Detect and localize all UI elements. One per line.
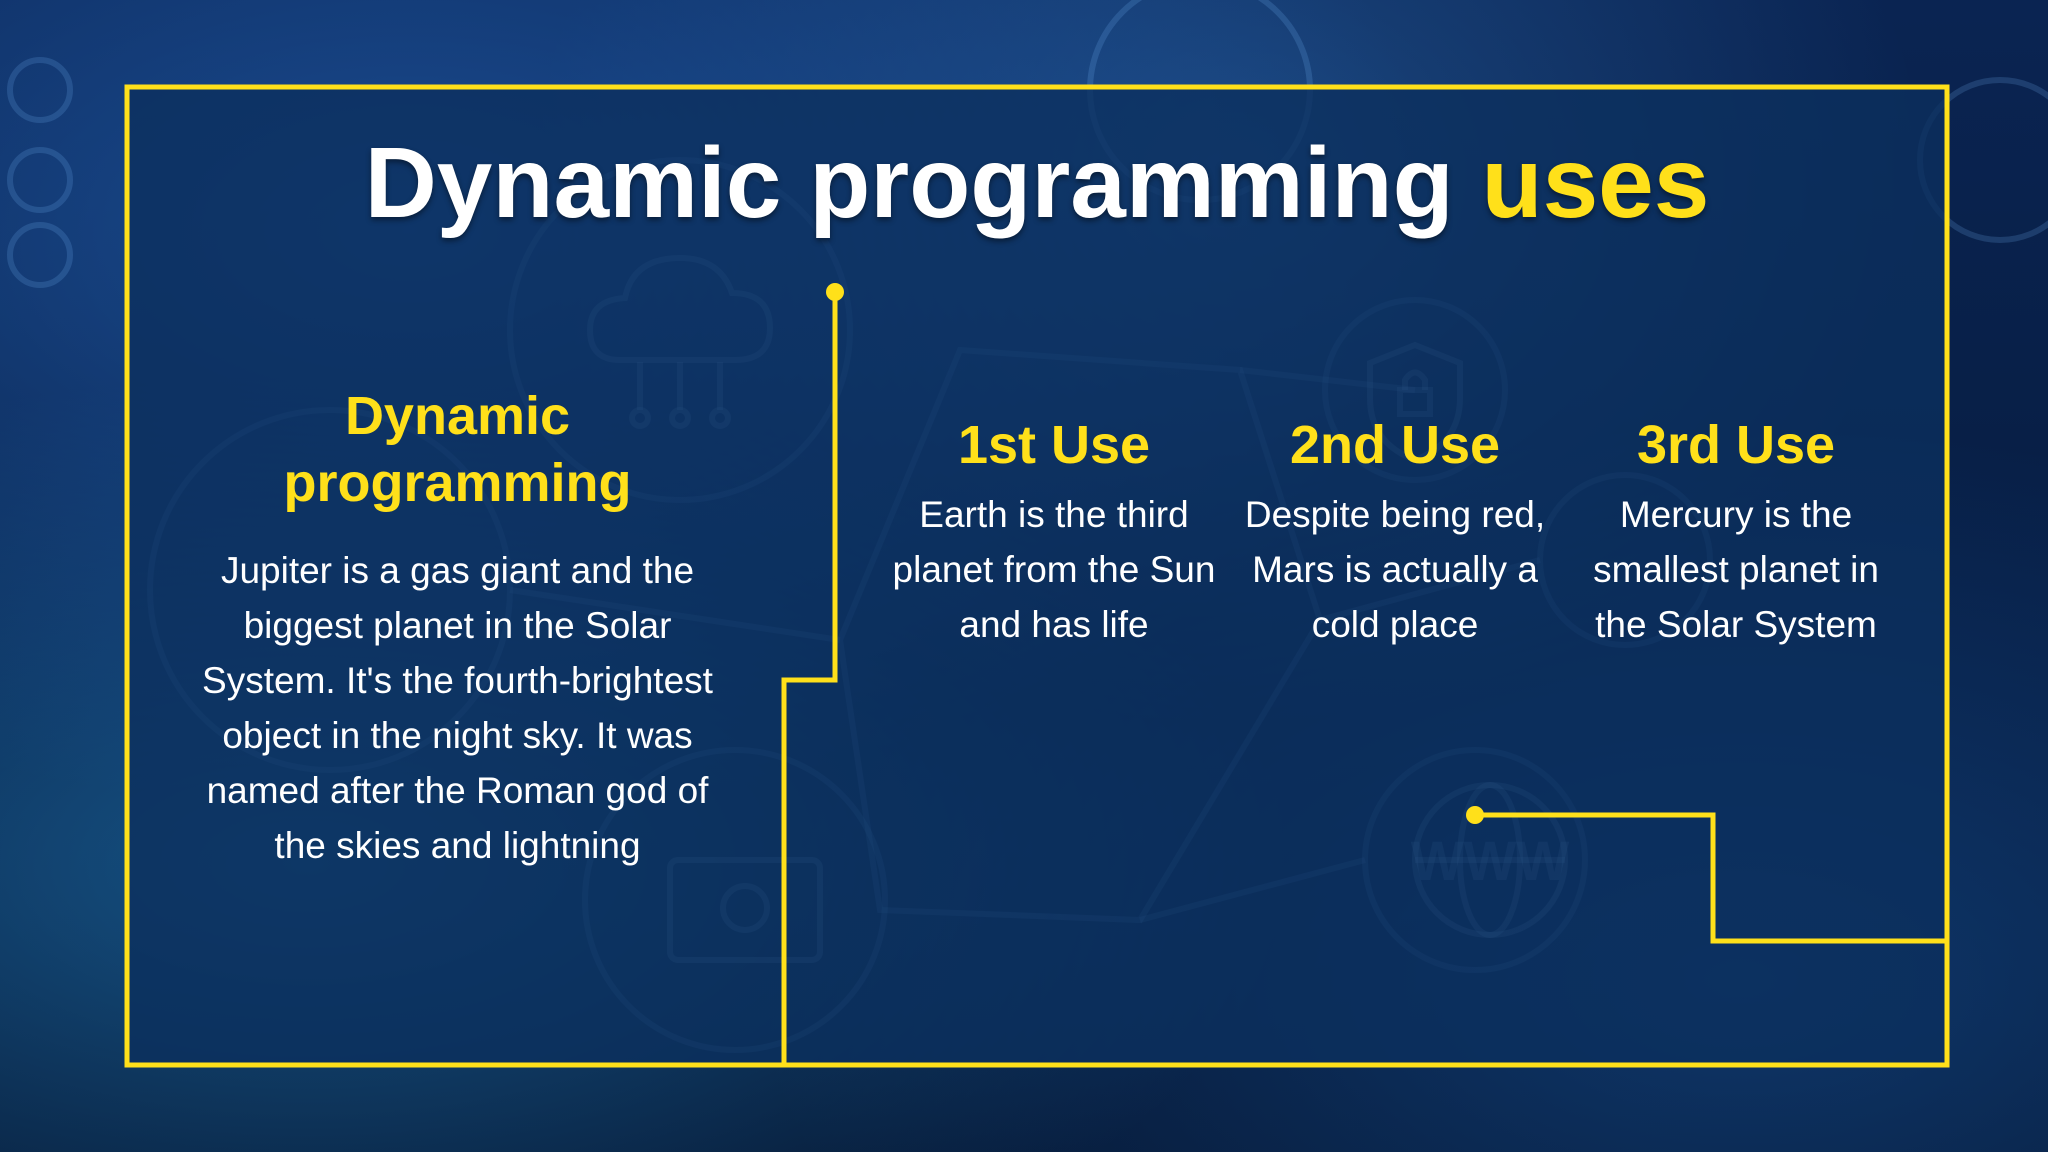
title-highlight: uses — [1481, 127, 1710, 239]
use-heading: 3rd Use — [1636, 415, 1836, 475]
title-main: Dynamic programming — [364, 127, 1454, 239]
connector-line — [1475, 812, 1947, 944]
frame-border — [124, 84, 1950, 1068]
use-card-3: 3rd Use Mercury is the smallest planet i… — [1571, 412, 1901, 652]
divider-line — [781, 292, 838, 1065]
use-heading: 1st Use — [957, 415, 1151, 475]
use-card-1: 1st Use Earth is the third planet from t… — [889, 412, 1219, 652]
use-heading: 2nd Use — [1289, 415, 1501, 475]
left-description: Jupiter is a gas giant and the biggest p… — [202, 550, 713, 866]
use-description: Mercury is the smallest planet in the So… — [1593, 494, 1879, 645]
use-description: Earth is the third planet from the Sun a… — [892, 494, 1216, 645]
use-description: Despite being red, Mars is actually a co… — [1244, 494, 1546, 645]
use-card-2: 2nd Use Despite being red, Mars is actua… — [1230, 412, 1560, 652]
divider-dot — [826, 283, 844, 301]
content-panel — [127, 87, 1947, 1065]
page-title: Dynamic programming uses — [127, 128, 1947, 238]
connector-dot — [1466, 806, 1484, 824]
left-heading: Dynamic programming — [283, 386, 632, 513]
